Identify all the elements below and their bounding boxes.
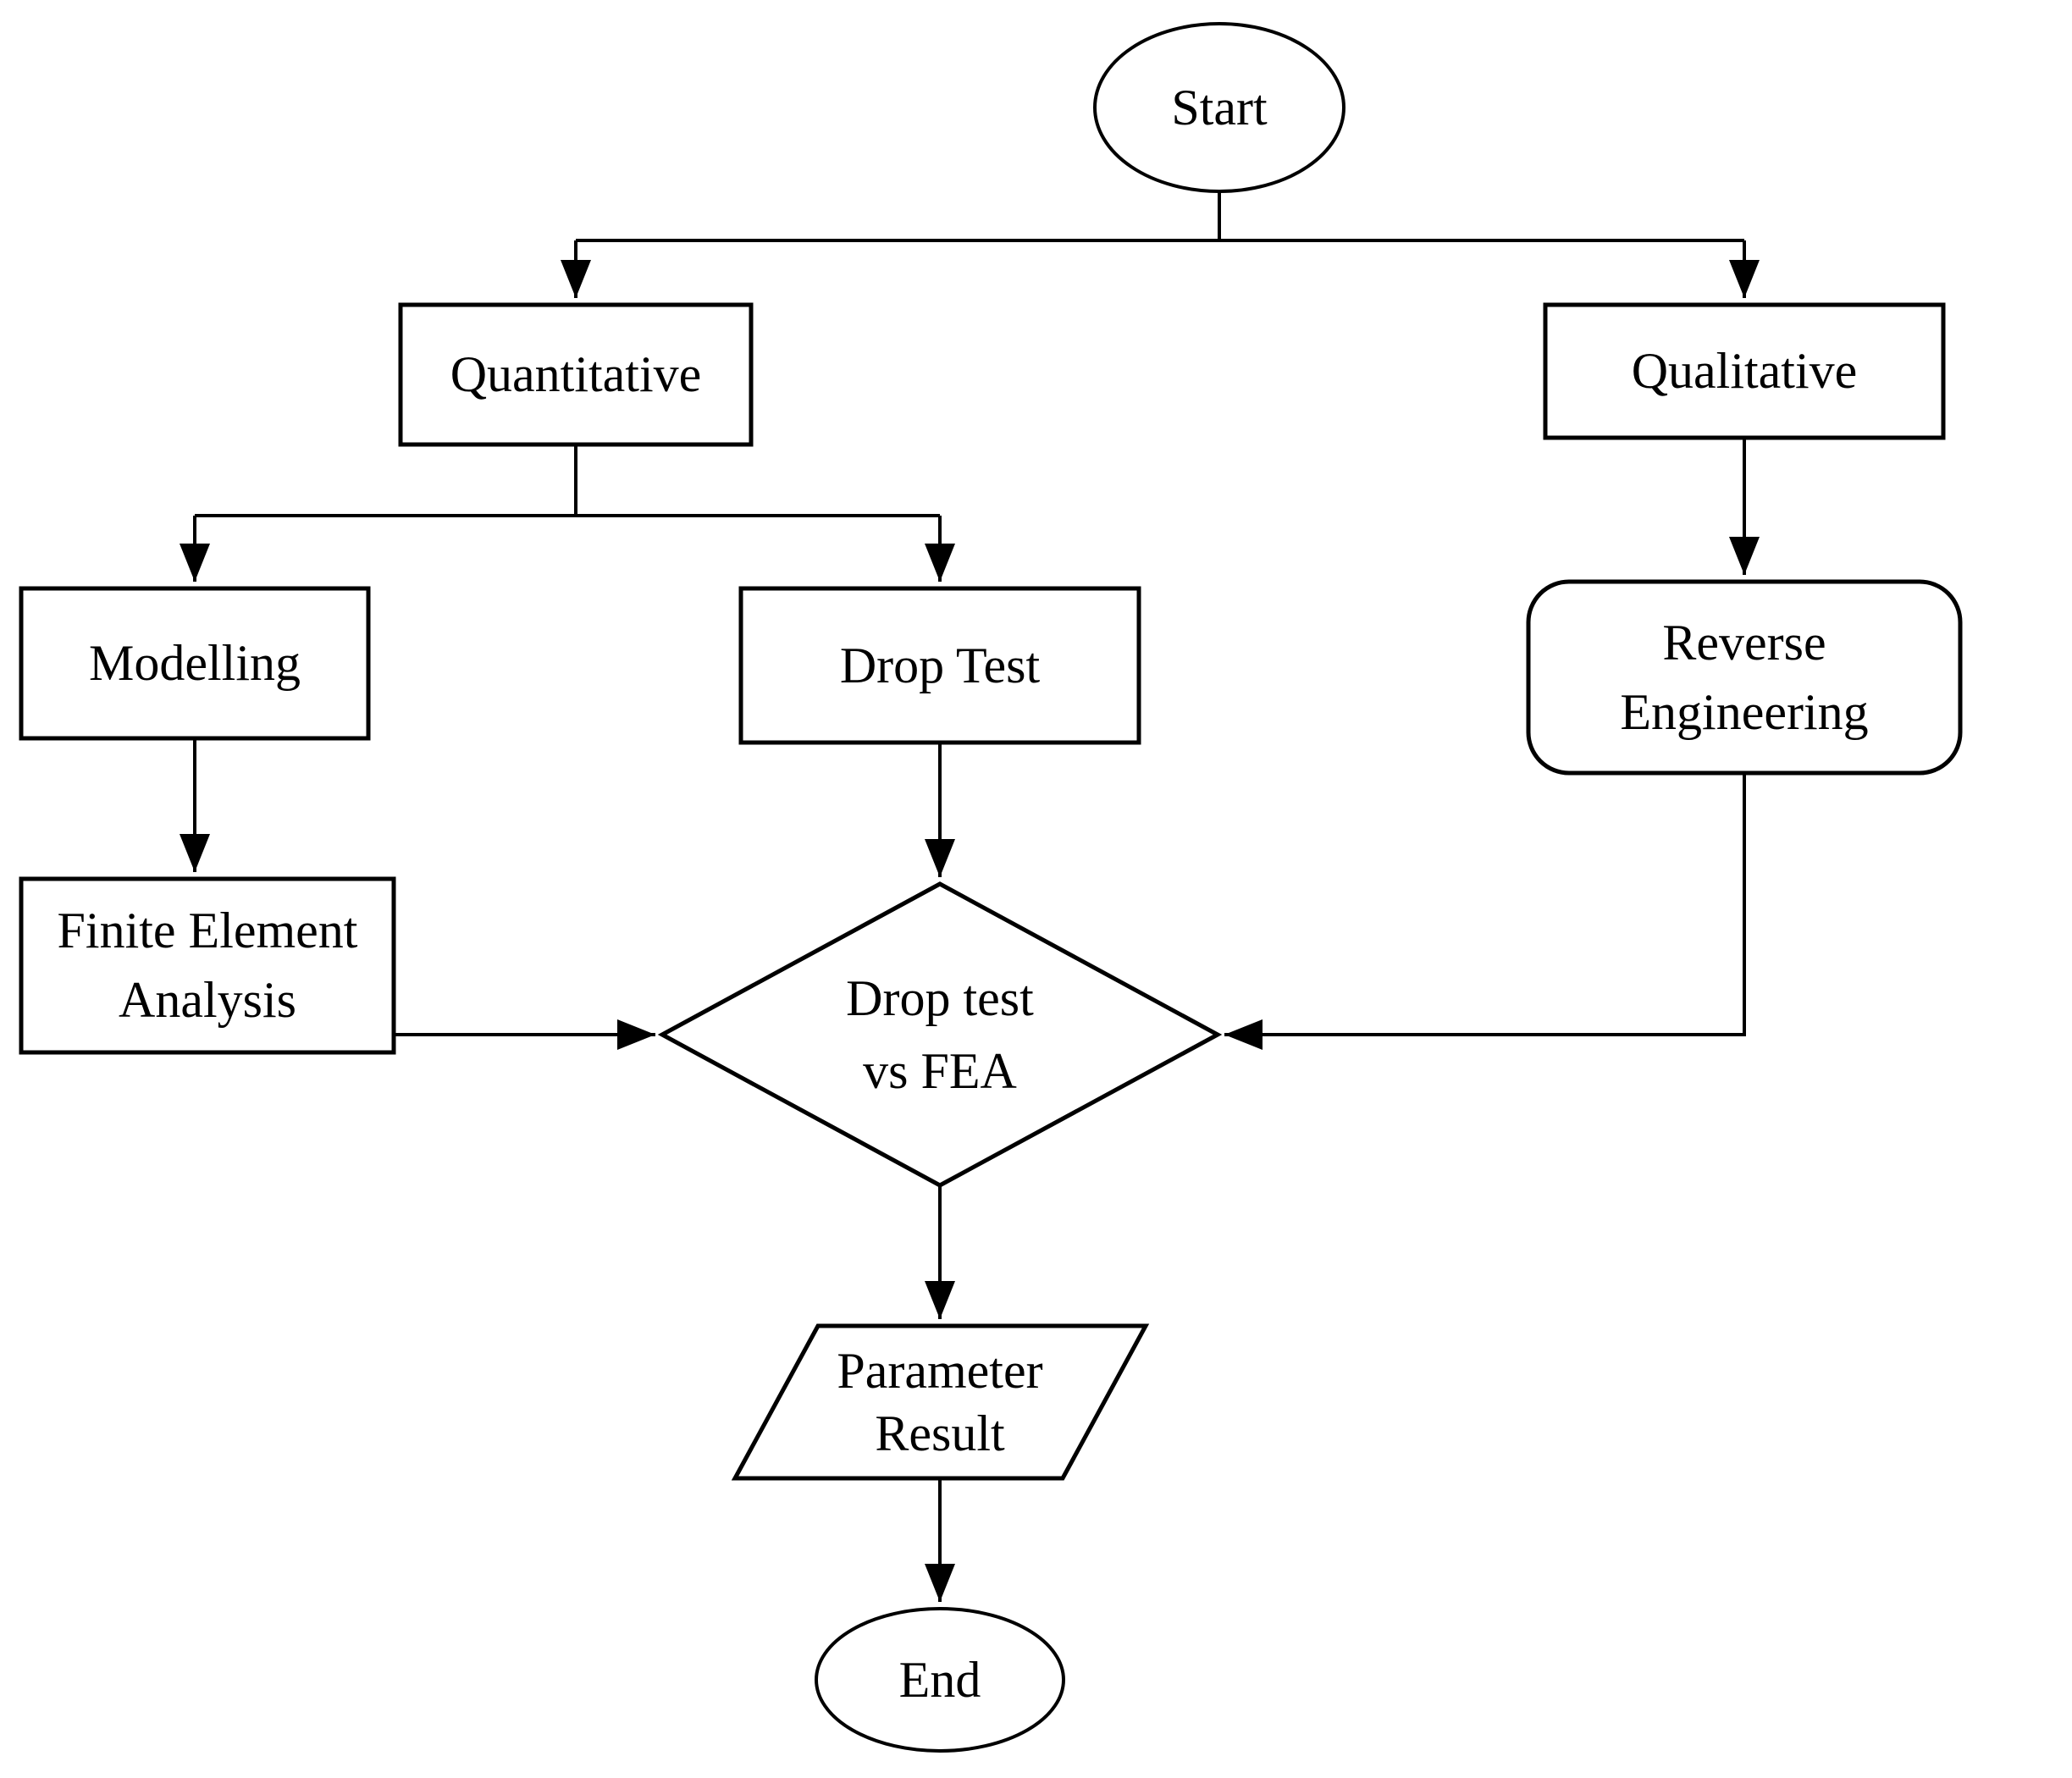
- parameter-result-label-line1: Parameter: [837, 1343, 1042, 1399]
- fea-rect-shape: [19, 876, 396, 1055]
- drop-test-rect-shape: [738, 586, 1141, 745]
- decision-label-line2: vs FEA: [863, 1043, 1017, 1099]
- reverse-engineering-label-line1: Reverse: [1662, 615, 1826, 671]
- node-drop-test: Drop Test: [738, 586, 1141, 745]
- start-label: Start: [1171, 80, 1268, 135]
- parameter-result-label-line2: Result: [875, 1405, 1005, 1461]
- fea-label-line2: Analysis: [119, 972, 296, 1028]
- fea-label-line1: Finite Element: [58, 903, 358, 958]
- edges-layer: [180, 191, 1760, 1602]
- drop-test-label: Drop Test: [840, 638, 1041, 693]
- quantitative-label: Quantitative: [450, 346, 702, 402]
- node-end: End: [815, 1607, 1065, 1753]
- node-decision-drop-test-vs-fea: Drop test vs FEA: [657, 881, 1223, 1188]
- reverse-engineering-label-line2: Engineering: [1620, 684, 1868, 740]
- decision-label: Drop test vs FEA: [846, 970, 1034, 1099]
- edge-reverse-engineering-to-decision: [1224, 773, 1746, 1050]
- decision-label-line1: Drop test: [846, 970, 1034, 1026]
- node-modelling: Modelling: [19, 586, 371, 741]
- end-label: End: [899, 1652, 981, 1708]
- reverse-engineering-rounded-shape: [1526, 579, 1963, 776]
- end-terminator-shape: [815, 1607, 1065, 1753]
- decision-diamond-shape: [657, 881, 1223, 1188]
- parameter-result-parallelogram-shape: [731, 1323, 1150, 1481]
- node-quantitative: Quantitative: [398, 302, 754, 447]
- quantitative-rect-shape: [398, 302, 754, 447]
- modelling-label: Modelling: [89, 635, 301, 691]
- node-start: Start: [1093, 22, 1345, 193]
- qualitative-label: Qualitative: [1632, 343, 1858, 399]
- start-terminator-shape: [1093, 22, 1345, 193]
- qualitative-rect-shape: [1543, 302, 1946, 440]
- node-qualitative: Qualitative: [1543, 302, 1946, 440]
- modelling-rect-shape: [19, 586, 371, 741]
- nodes-layer: Start Quantitative Qualitative Modelling…: [19, 22, 1963, 1753]
